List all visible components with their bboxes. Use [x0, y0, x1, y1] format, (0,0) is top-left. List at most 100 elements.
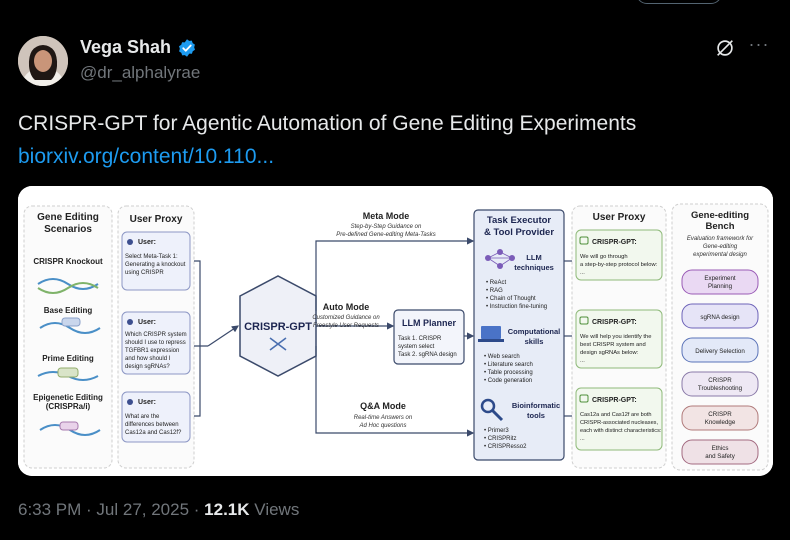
svg-text:...: ...: [580, 436, 585, 442]
user-box-1: User: Select Meta-Task 1: Generating a k…: [121, 231, 191, 291]
svg-text:• Primer3: • Primer3: [484, 428, 509, 434]
scenario-epigenetic: Epigenetic Editing: [33, 393, 103, 402]
bench-item-label-0-1: Planning: [708, 283, 733, 290]
svg-text:skills: skills: [525, 337, 544, 346]
crispr-gpt-diagram: Gene Editing Scenarios CRISPR Knockout B…: [18, 186, 773, 476]
bench-item-2: [681, 337, 759, 363]
svg-text:• ReAct: • ReAct: [486, 280, 506, 286]
avatar[interactable]: [18, 36, 68, 86]
svg-text:Freestyle User Requests: Freestyle User Requests: [313, 323, 379, 329]
svg-text:Gene-editing: Gene-editing: [691, 210, 749, 221]
svg-text:Evaluation framework for: Evaluation framework for: [687, 236, 754, 242]
bench-item-label-0-0: Experiment: [704, 275, 736, 282]
svg-text:CRISPR-associated nucleases,: CRISPR-associated nucleases,: [580, 420, 658, 426]
bench-item-0: [681, 269, 759, 295]
scenario-knockout: CRISPR Knockout: [33, 257, 103, 266]
wrench-icon: [480, 398, 504, 422]
svg-text:Task 2. sgRNA design: Task 2. sgRNA design: [398, 352, 457, 358]
svg-text:User:: User:: [138, 239, 156, 246]
scenario-prime: Prime Editing: [42, 354, 94, 363]
bench-item-label-3-1: Troubleshooting: [698, 385, 743, 392]
author-handle[interactable]: @dr_alphalyrae: [80, 63, 201, 82]
gpt-box-1: CRISPR-GPT: We will go through a step-by…: [575, 229, 663, 281]
svg-text:Computational: Computational: [508, 327, 561, 336]
svg-text:LLM: LLM: [526, 253, 541, 262]
svg-text:tools: tools: [527, 411, 545, 420]
bench-item-label-4-1: Knowledge: [705, 419, 736, 426]
gpt-box-2: CRISPR-GPT: We will help you identify th…: [575, 309, 663, 369]
user-box-3: User: What are the differences between C…: [121, 391, 191, 443]
laptop-icon: [478, 326, 504, 342]
svg-text:Select Meta-Task 1:: Select Meta-Task 1:: [125, 254, 178, 260]
author-name[interactable]: Vega Shah: [80, 37, 172, 57]
svg-text:• CRISPResso2: • CRISPResso2: [484, 444, 527, 450]
author-name-row[interactable]: Vega Shah: [80, 37, 197, 58]
svg-text:...: ...: [580, 358, 585, 364]
scenarios-title-2: Scenarios: [44, 224, 92, 235]
tweet-link[interactable]: biorxiv.org/content/10.110...: [18, 145, 275, 168]
network-icon: [485, 249, 515, 269]
svg-text:Real-time Answers on: Real-time Answers on: [354, 415, 413, 421]
svg-text:Step-by-Step Guidance on: Step-by-Step Guidance on: [351, 224, 422, 230]
bench-item-label-5-1: and Safety: [705, 453, 735, 460]
bench-item-3: [681, 371, 759, 397]
svg-text:User:: User:: [138, 319, 156, 326]
svg-text:& Tool Provider: & Tool Provider: [484, 227, 554, 238]
attached-figure[interactable]: Gene Editing Scenarios CRISPR Knockout B…: [18, 186, 773, 476]
bench-item-5: [681, 439, 759, 465]
meta-mode-title: Meta Mode: [363, 211, 410, 221]
auto-mode-title: Auto Mode: [323, 302, 370, 312]
scenarios-title-1: Gene Editing: [37, 212, 99, 223]
tweet-time[interactable]: 6:33 PM: [18, 500, 82, 519]
svg-text:• Instruction fine-tuning: • Instruction fine-tuning: [486, 304, 547, 310]
more-icon[interactable]: ···: [748, 34, 770, 54]
scenarios-panel: [23, 205, 113, 469]
bench-item-label-2-0: Delivery Selection: [695, 348, 745, 355]
verified-badge-icon: [179, 38, 196, 57]
svg-text:should I use to repress: should I use to repress: [125, 340, 186, 346]
svg-text:differences between: differences between: [125, 422, 179, 428]
svg-text:What are the: What are the: [125, 414, 160, 420]
crispr-gpt-label: CRISPR-GPT: [244, 321, 312, 333]
svg-text:a step-by-step protocol below:: a step-by-step protocol below:: [580, 262, 658, 268]
bench-item-label-3-0: CRISPR: [708, 377, 732, 384]
avatar-image: [18, 36, 68, 86]
svg-text:CRISPR-GPT:: CRISPR-GPT:: [592, 397, 637, 404]
svg-text:Customized Guidance on: Customized Guidance on: [312, 315, 380, 321]
dna-strand-2: [39, 322, 101, 334]
svg-text:design sgRNAs?: design sgRNAs?: [125, 364, 170, 370]
svg-text:• RAG: • RAG: [486, 288, 503, 294]
svg-text:experimental design: experimental design: [693, 252, 747, 258]
grok-icon[interactable]: [714, 37, 736, 59]
svg-text:CRISPR-GPT:: CRISPR-GPT:: [592, 319, 637, 326]
svg-text:• CRISPRitz: • CRISPRitz: [484, 436, 516, 442]
scenario-base: Base Editing: [44, 306, 93, 315]
views-count: 12.1K: [204, 500, 250, 519]
svg-text:Bench: Bench: [705, 221, 734, 232]
gpt-box-3: CRISPR-GPT: Cas12a and Cas12f are both C…: [575, 387, 663, 451]
svg-text:TGFBR1 expression: TGFBR1 expression: [125, 348, 179, 354]
svg-text:Cas12a and Cas12f are both: Cas12a and Cas12f are both: [580, 412, 652, 418]
svg-text:• Code generation: • Code generation: [484, 378, 532, 384]
svg-text:• Chain of Thought: • Chain of Thought: [486, 296, 536, 302]
svg-text:...: ...: [580, 270, 585, 276]
svg-text:Which CRISPR system: Which CRISPR system: [125, 332, 187, 338]
task-executor-panel: [473, 209, 565, 461]
svg-text:techniques: techniques: [514, 263, 554, 272]
svg-text:User:: User:: [138, 399, 156, 406]
svg-text:Task Executor: Task Executor: [487, 215, 552, 226]
svg-text:design sgRNAs below:: design sgRNAs below:: [580, 350, 639, 356]
bench-item-label-1-0: sgRNA design: [700, 314, 740, 321]
svg-text:and how should I: and how should I: [125, 356, 171, 362]
tweet-text: CRISPR-GPT for Agentic Automation of Gen…: [18, 112, 637, 135]
svg-text:Task 1. CRISPR: Task 1. CRISPR: [398, 336, 442, 342]
svg-text:system select: system select: [398, 344, 435, 350]
svg-text:Pre-defined Gene-editing Meta-: Pre-defined Gene-editing Meta-Tasks: [336, 232, 436, 238]
tweet-date[interactable]: Jul 27, 2025: [96, 500, 190, 519]
bench-item-1: [681, 303, 759, 329]
dna-strand-1: [37, 278, 99, 290]
svg-text:• Table processing: • Table processing: [484, 370, 533, 376]
svg-text:Gene-editing: Gene-editing: [703, 244, 738, 250]
user-proxy-right-title: User Proxy: [593, 212, 646, 223]
follow-button-partial[interactable]: [636, 0, 722, 4]
